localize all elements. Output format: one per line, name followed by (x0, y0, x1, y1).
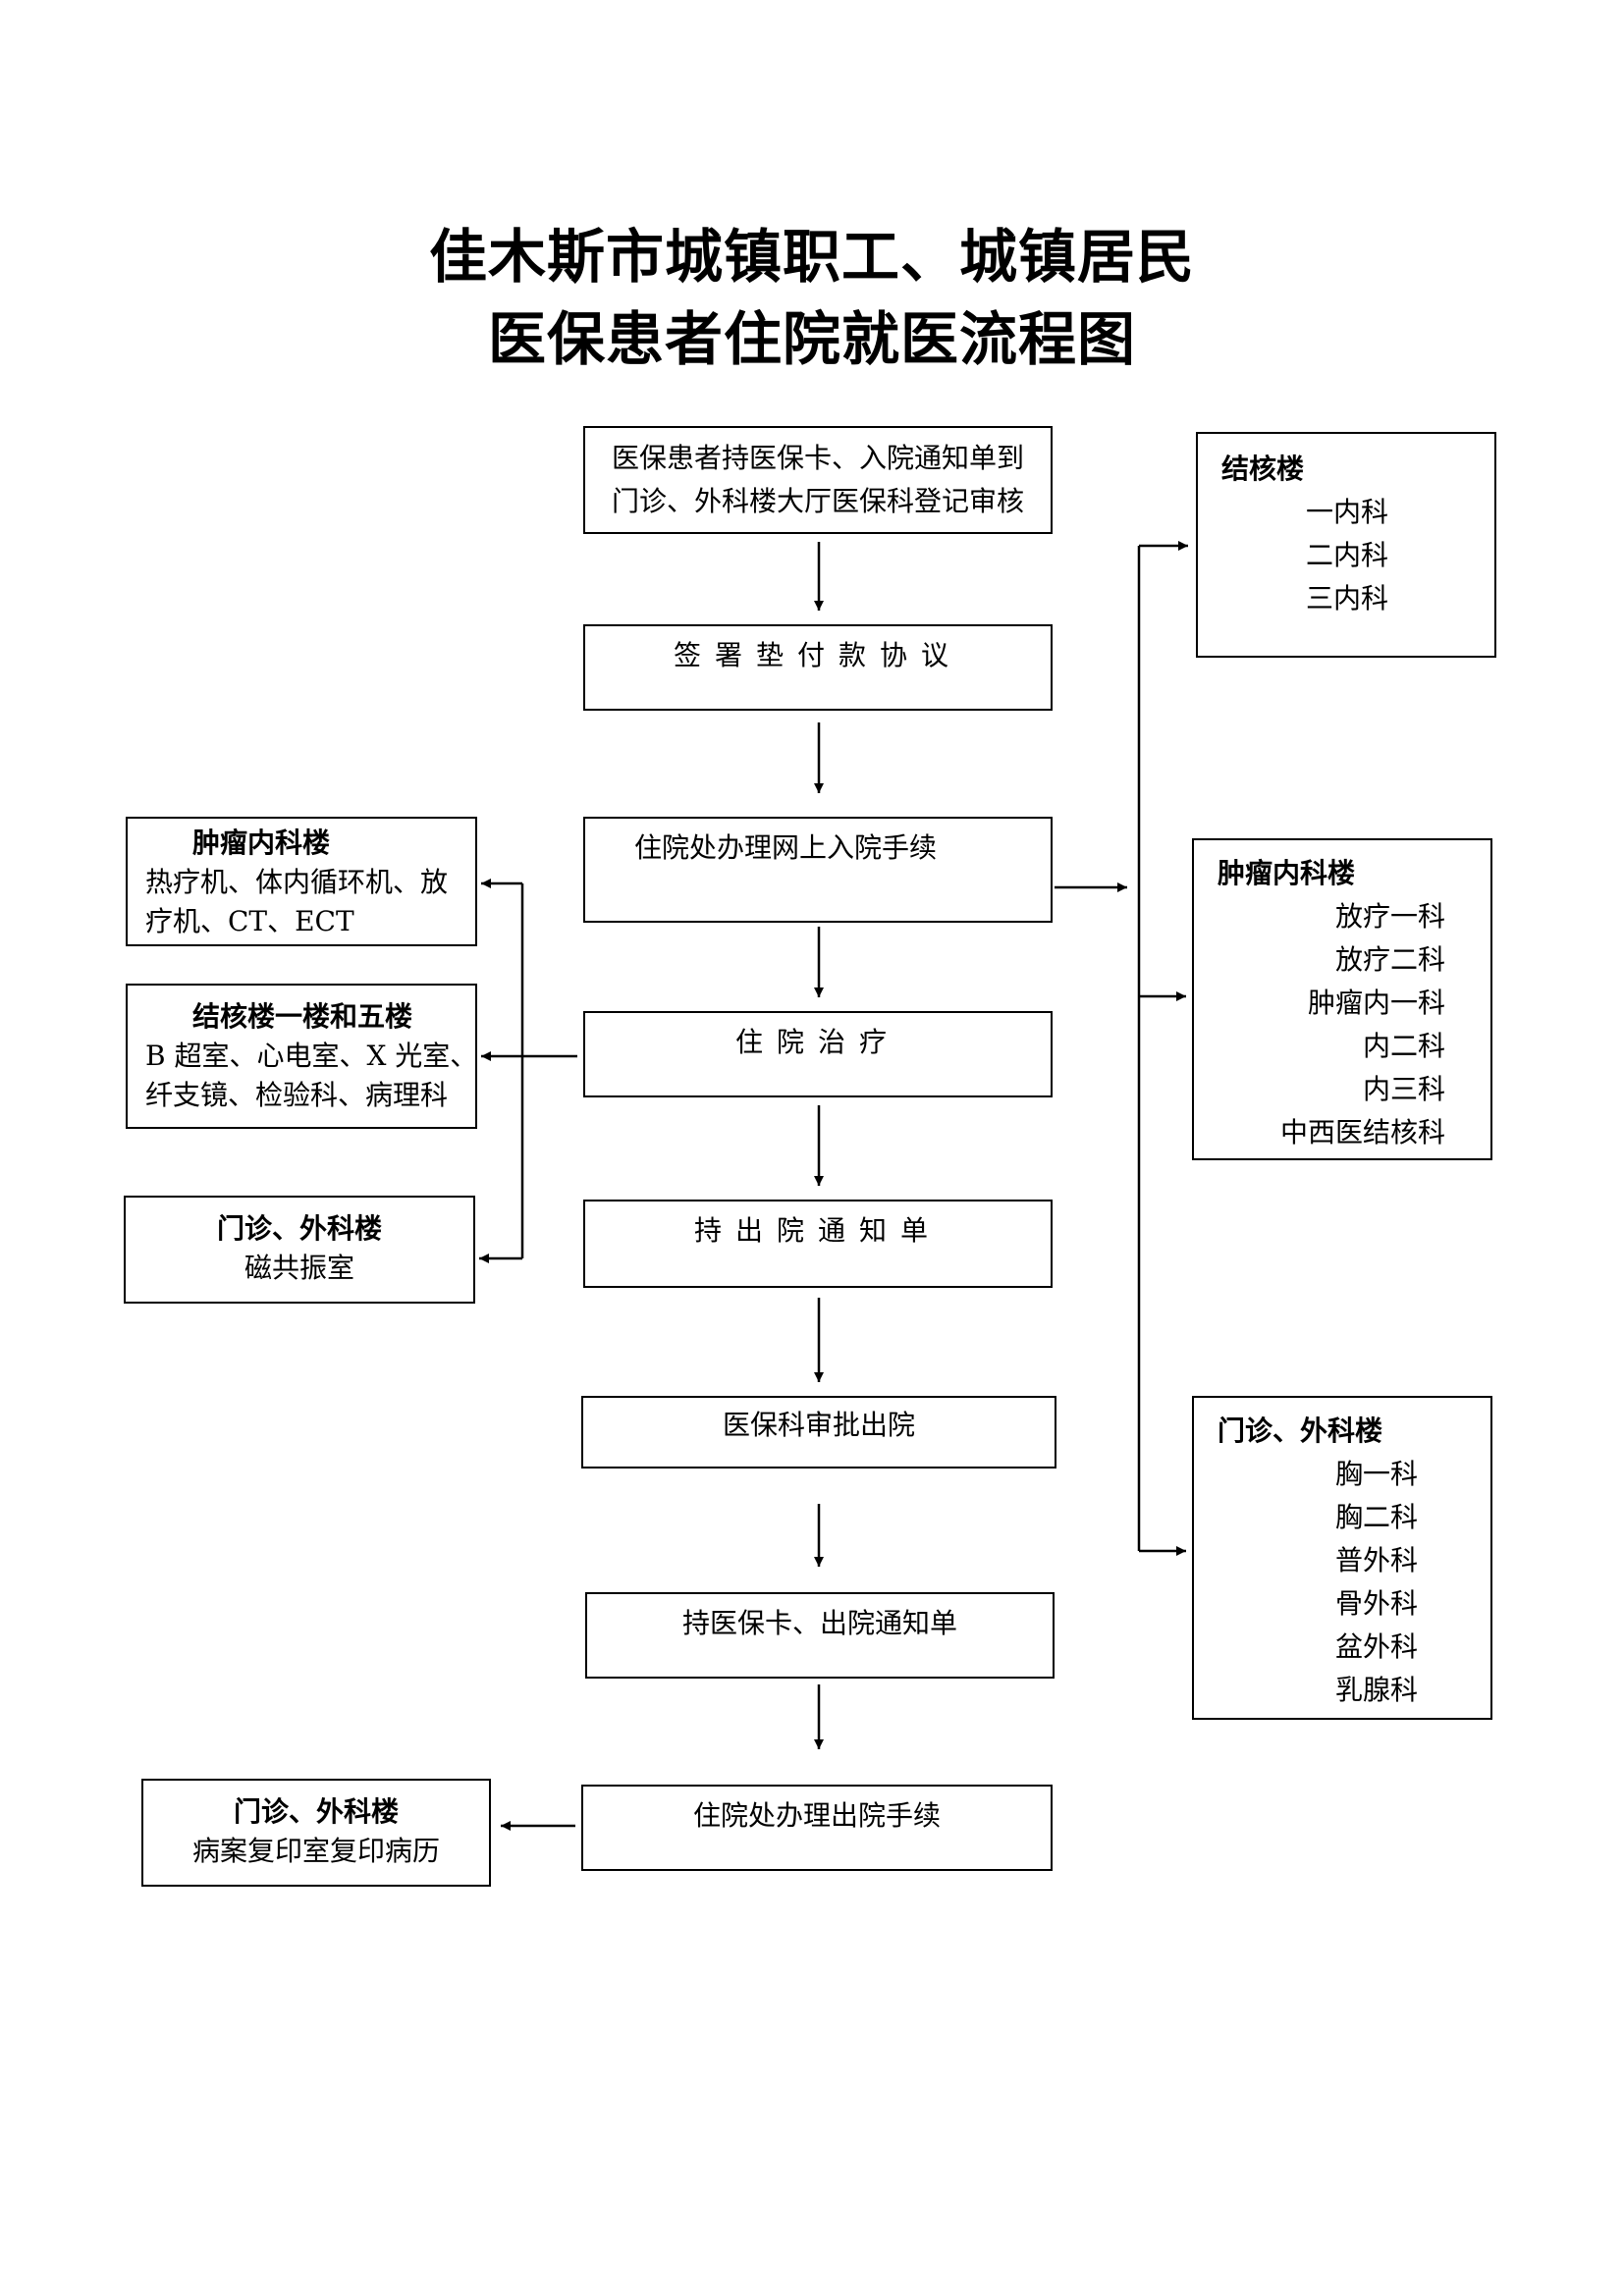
right-tumor-building-title: 肿瘤内科楼 (1218, 857, 1356, 889)
left-tumor-building-box: 肿瘤内科楼 热疗机、体内循环机、放 疗机、CT、ECT (126, 817, 477, 946)
left-tumor-building-title: 肿瘤内科楼 (192, 827, 331, 859)
right-surgery-item: 胸二科 (1334, 1501, 1418, 1533)
step-discharge-notice: 持出院通知单 (583, 1200, 1053, 1288)
right-tumor-item: 放疗一科 (1334, 900, 1445, 933)
page-title-line-1: 佳木斯市城镇职工、城镇居民 (428, 223, 1195, 291)
page-title-line-2: 医保患者住院就医流程图 (487, 305, 1136, 373)
step2-label: 签署垫付款协议 (673, 639, 962, 671)
step-card-and-notice: 持医保卡、出院通知单 (585, 1592, 1055, 1679)
step-insurance-approval: 医保科审批出院 (581, 1396, 1056, 1468)
right-tb-building-box: 结核楼 一内科 二内科 三内科 (1196, 432, 1496, 658)
left-mri-title: 门诊、外科楼 (216, 1212, 382, 1245)
left-records-line-1: 病案复印室复印病历 (191, 1835, 440, 1867)
left-records-box: 门诊、外科楼 病案复印室复印病历 (141, 1779, 491, 1887)
right-surgery-item: 乳腺科 (1334, 1674, 1418, 1706)
right-tb-item: 三内科 (1306, 582, 1389, 614)
step3-label: 住院处办理网上入院手续 (634, 831, 938, 864)
step-discharge-procedure: 住院处办理出院手续 (581, 1785, 1053, 1871)
right-surgery-item: 盆外科 (1334, 1630, 1418, 1663)
left-tumor-building-line-1: 热疗机、体内循环机、放 (145, 866, 449, 898)
left-tb-building-box: 结核楼一楼和五楼 B 超室、心电室、X 光室、 纤支镜、检验科、病理科 (126, 984, 477, 1129)
step4-label: 住院治疗 (734, 1026, 900, 1058)
right-surgery-building-title: 门诊、外科楼 (1218, 1415, 1383, 1447)
left-tb-building-line-1: B 超室、心电室、X 光室、 (145, 1040, 478, 1072)
left-records-title: 门诊、外科楼 (233, 1795, 399, 1828)
left-mri-box: 门诊、外科楼 磁共振室 (124, 1196, 475, 1304)
left-tumor-building-line-2: 疗机、CT、ECT (145, 905, 354, 937)
right-surgery-item: 胸一科 (1334, 1458, 1418, 1490)
left-tb-building-line-2: 纤支镜、检验科、病理科 (145, 1079, 449, 1111)
right-tumor-item: 内二科 (1362, 1030, 1445, 1062)
right-tb-building-title: 结核楼 (1221, 453, 1305, 485)
left-tb-building-title: 结核楼一楼和五楼 (192, 1000, 413, 1033)
step1-line-1: 医保患者持医保卡、入院通知单到 (611, 442, 1024, 474)
step7-label: 持医保卡、出院通知单 (681, 1607, 957, 1639)
step6-label: 医保科审批出院 (722, 1409, 915, 1441)
right-tumor-item: 肿瘤内一科 (1307, 987, 1445, 1019)
left-mri-line-1: 磁共振室 (244, 1252, 354, 1284)
step-register-verify: 医保患者持医保卡、入院通知单到 门诊、外科楼大厅医保科登记审核 (583, 426, 1053, 534)
step-hospital-treatment: 住院治疗 (583, 1011, 1053, 1097)
right-tb-item: 二内科 (1306, 539, 1389, 571)
step-sign-agreement: 签署垫付款协议 (583, 624, 1053, 711)
step-online-admission: 住院处办理网上入院手续 (583, 817, 1053, 923)
right-tumor-building-box: 肿瘤内科楼 放疗一科 放疗二科 肿瘤内一科 内二科 内三科 中西医结核科 (1192, 838, 1492, 1160)
right-surgery-building-box: 门诊、外科楼 胸一科 胸二科 普外科 骨外科 盆外科 乳腺科 (1192, 1396, 1492, 1720)
step8-label: 住院处办理出院手续 (692, 1799, 941, 1832)
right-tumor-item: 内三科 (1362, 1073, 1445, 1105)
step1-line-2: 门诊、外科楼大厅医保科登记审核 (611, 485, 1024, 517)
right-tumor-item: 放疗二科 (1334, 943, 1445, 976)
right-tb-item: 一内科 (1306, 496, 1389, 528)
right-surgery-item: 普外科 (1334, 1544, 1418, 1576)
step5-label: 持出院通知单 (693, 1214, 942, 1247)
right-surgery-item: 骨外科 (1334, 1587, 1418, 1620)
right-tumor-item: 中西医结核科 (1279, 1116, 1445, 1148)
